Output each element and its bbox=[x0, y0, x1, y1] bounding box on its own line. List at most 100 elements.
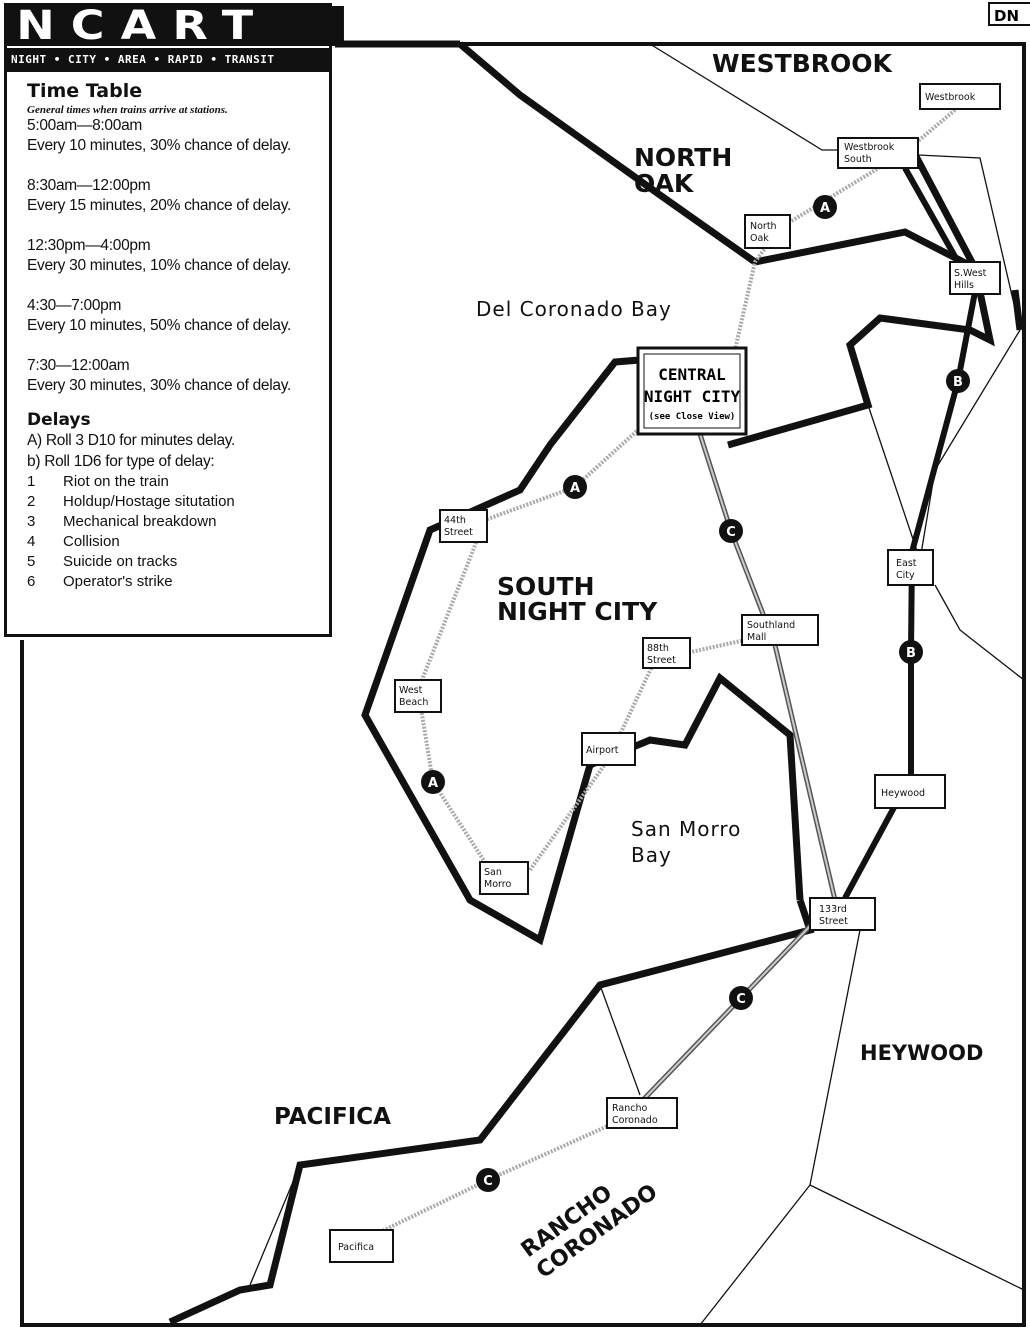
line-marker-circle bbox=[719, 519, 743, 543]
delay-label: Collision bbox=[63, 533, 120, 550]
line-marker-circle bbox=[563, 475, 587, 499]
line-a-marker: A bbox=[421, 770, 445, 794]
slot-time: 12:30pm—4:00pm bbox=[27, 237, 151, 254]
label: Hills bbox=[954, 280, 974, 291]
region-westbrook: WESTBROOK bbox=[712, 49, 894, 78]
line-a-marker: A bbox=[563, 475, 587, 499]
station-box bbox=[837, 137, 919, 169]
label: Oak bbox=[750, 233, 769, 244]
region-south-night-city-line2: NIGHT CITY bbox=[497, 597, 658, 626]
station-box bbox=[439, 509, 488, 543]
station-box bbox=[809, 897, 876, 931]
line-c-marker: C bbox=[719, 519, 743, 543]
label: Beach bbox=[399, 697, 428, 708]
region-heywood: HEYWOOD bbox=[860, 1041, 983, 1065]
legend-panel: NCART NIGHT • CITY • AREA • RAPID • TRAN… bbox=[4, 3, 344, 637]
label: Street bbox=[819, 916, 848, 927]
region-del-coronado-bay: Del Coronado Bay bbox=[476, 297, 672, 321]
line-b-marker: B bbox=[946, 369, 970, 393]
station-airport[interactable]: Airport bbox=[581, 732, 636, 766]
station-pacifica[interactable]: Pacifica bbox=[329, 1229, 394, 1263]
slot-time: 4:30—7:00pm bbox=[27, 297, 122, 314]
delay-number: 3 bbox=[27, 513, 36, 530]
station-box bbox=[479, 861, 529, 895]
line-b-marker: B bbox=[899, 640, 923, 664]
line-c-marker: C bbox=[729, 986, 753, 1010]
region-pacifica: PACIFICA bbox=[274, 1104, 391, 1130]
label: Westbrook bbox=[925, 92, 976, 103]
label: B bbox=[953, 375, 963, 390]
region-south-night-city-line1: SOUTH bbox=[497, 572, 595, 601]
delay-number: 5 bbox=[27, 553, 36, 570]
station-westbrook[interactable]: Westbrook bbox=[919, 83, 1001, 110]
label: Airport bbox=[586, 745, 619, 756]
station-box bbox=[642, 637, 691, 669]
delay-number: 2 bbox=[27, 493, 36, 510]
delays-title: Delays bbox=[27, 410, 91, 430]
station-box bbox=[329, 1229, 394, 1263]
delay-label: Holdup/Hostage situtation bbox=[63, 493, 235, 510]
district-borders bbox=[168, 40, 1024, 1326]
corner-tag: DN bbox=[988, 2, 1030, 26]
rail-line-a bbox=[415, 108, 957, 872]
delay-type: 4 Collision bbox=[27, 532, 329, 552]
slot-detail: Every 30 minutes, 10% chance of delay. bbox=[27, 257, 292, 274]
line-marker-circle bbox=[813, 195, 837, 219]
label: A bbox=[570, 481, 580, 496]
label: Street bbox=[444, 527, 473, 538]
label: Street bbox=[647, 655, 676, 666]
station-box bbox=[606, 1097, 678, 1129]
line-marker-circle bbox=[946, 369, 970, 393]
slot-time: 5:00am—8:00am bbox=[27, 117, 142, 134]
central-night-city-station[interactable]: CENTRAL NIGHT CITY (see Close View) bbox=[636, 346, 748, 436]
label: City bbox=[896, 570, 915, 581]
delay-label: Operator's strike bbox=[63, 573, 173, 590]
station-box bbox=[744, 214, 791, 249]
slot-detail: Every 10 minutes, 30% chance of delay. bbox=[27, 137, 292, 154]
region-north-oak-line2: OAK bbox=[634, 169, 695, 198]
label: San bbox=[484, 867, 502, 878]
slot-time: 8:30am—12:00pm bbox=[27, 177, 151, 194]
line-marker-circle bbox=[476, 1168, 500, 1192]
station-heywood[interactable]: Heywood bbox=[874, 774, 946, 809]
region-north-oak-line1: NORTH bbox=[634, 143, 732, 172]
label: C bbox=[736, 992, 746, 1007]
label: S.West bbox=[954, 268, 987, 279]
central-label-note[interactable]: (see Close View) bbox=[649, 411, 736, 422]
line-a-marker: A bbox=[813, 195, 837, 219]
label: North bbox=[750, 221, 777, 232]
station-box bbox=[887, 549, 934, 586]
station-box bbox=[919, 83, 1001, 110]
label: Rancho bbox=[612, 1103, 647, 1114]
tagline: NIGHT • CITY • AREA • RAPID • TRANSIT bbox=[7, 48, 329, 72]
ncart-logo: NCART bbox=[7, 6, 344, 46]
label: C bbox=[483, 1174, 493, 1189]
delay-number: 4 bbox=[27, 533, 36, 550]
label: Morro bbox=[484, 879, 511, 890]
district-lines bbox=[249, 43, 1025, 1326]
label: 44th bbox=[444, 515, 466, 526]
label: 133rd bbox=[819, 904, 847, 915]
label: Mall bbox=[747, 632, 766, 643]
delay-label: Mechanical breakdown bbox=[63, 513, 217, 530]
label: Heywood bbox=[881, 788, 925, 799]
slot-detail: Every 15 minutes, 20% chance of delay. bbox=[27, 197, 292, 214]
line-c-marker: C bbox=[476, 1168, 500, 1192]
label: 88th bbox=[647, 643, 669, 654]
